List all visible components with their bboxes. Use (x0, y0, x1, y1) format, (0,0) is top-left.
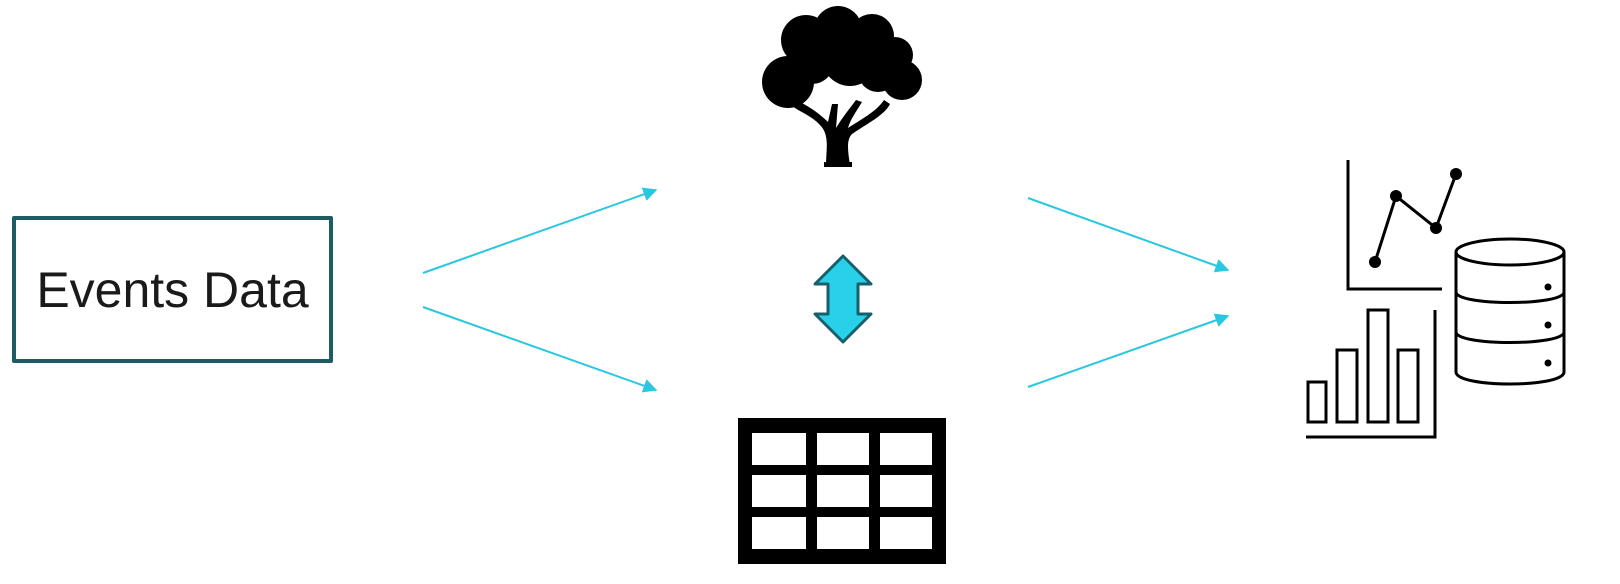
table-grid-icon (738, 418, 946, 564)
arrow-source-to-tree (422, 187, 658, 274)
arrow-source-to-table (422, 306, 658, 393)
line-chart-icon (1346, 160, 1462, 291)
bar-chart-icon (1306, 308, 1437, 439)
arrow-table-to-analytics (1027, 313, 1230, 388)
events-data-label: Events Data (36, 261, 309, 318)
bidirectional-arrow-icon (813, 254, 873, 344)
arrow-tree-to-analytics (1027, 197, 1230, 273)
tree-icon (762, 6, 922, 167)
charts-and-database-icon (1306, 160, 1566, 439)
database-icon (1454, 237, 1566, 386)
events-data-box: Events Data (12, 216, 333, 363)
